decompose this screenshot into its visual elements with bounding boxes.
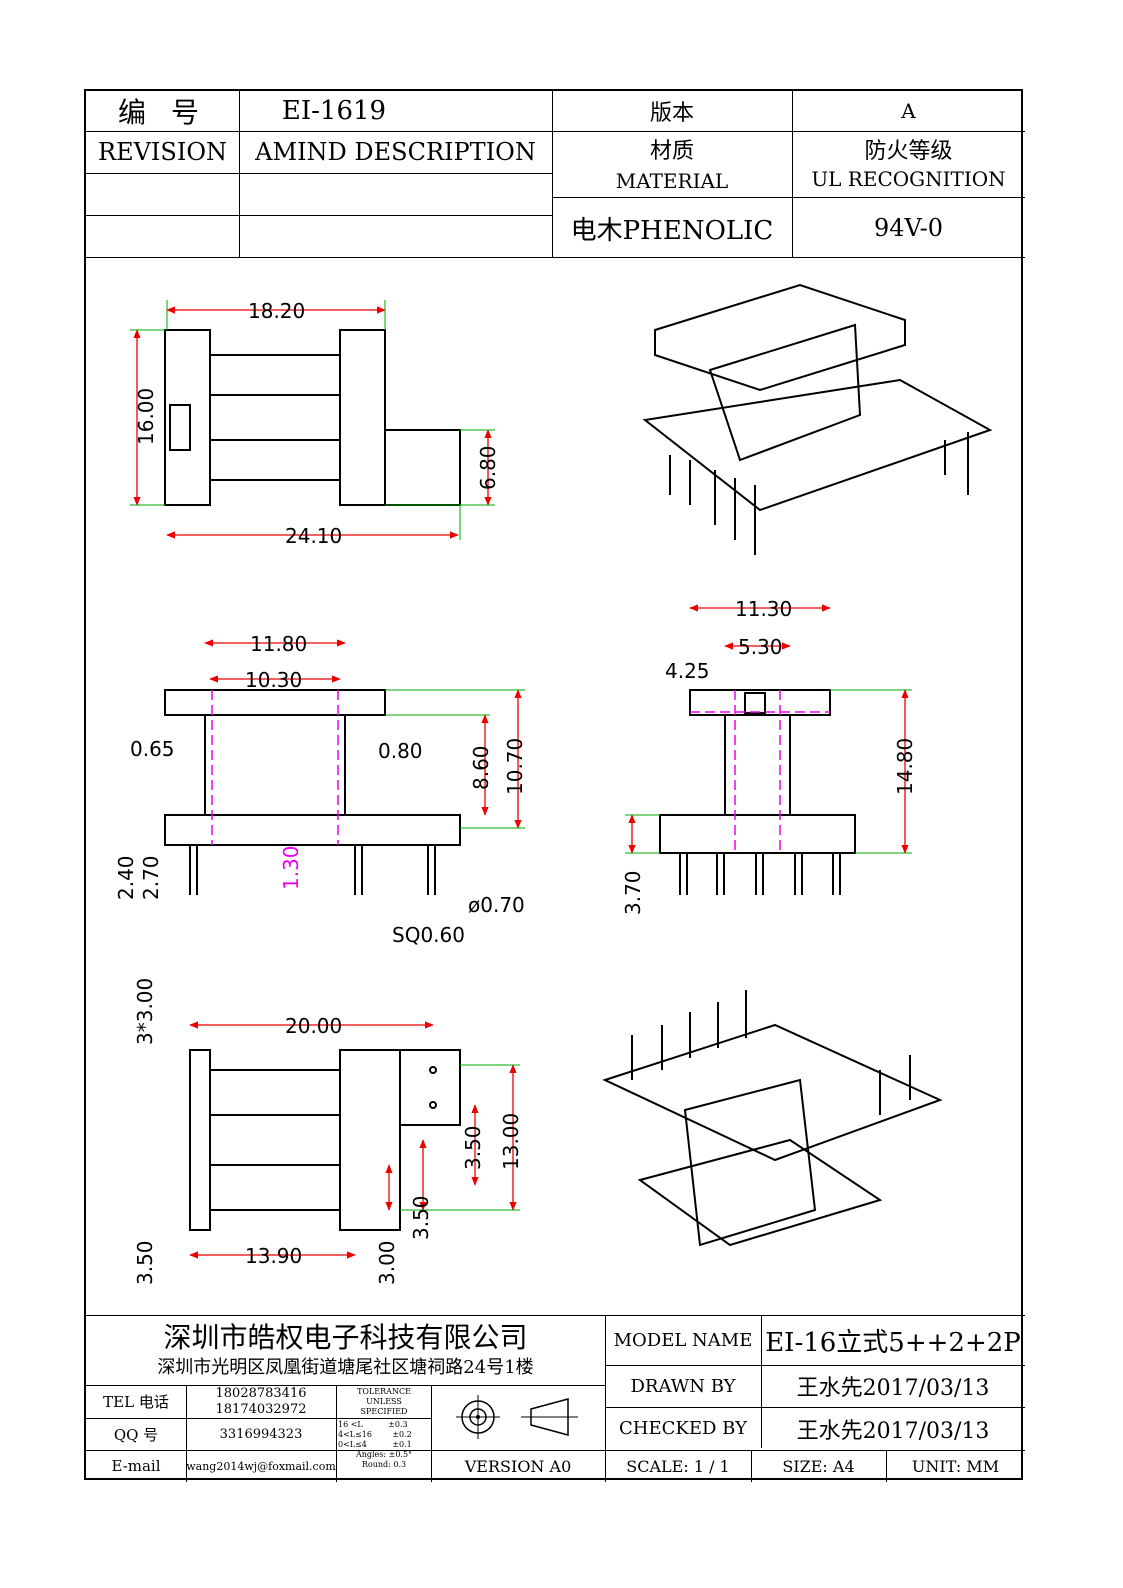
tolerance-row-5: Round: 0.3: [361, 1460, 407, 1469]
fire-cn: 防火等级: [864, 139, 953, 164]
top-view: [164, 329, 461, 506]
version-cn: 版本: [649, 101, 694, 126]
dim-K: 1.30: [279, 845, 303, 890]
scale-label: SCALE: 1 / 1: [626, 1456, 730, 1476]
tolerance-title-2: UNLESS: [366, 1397, 402, 1406]
dim-Y: 3.50: [409, 1195, 433, 1240]
qq-number: 3316994323: [219, 1426, 303, 1442]
company-address: 深圳市光明区凤凰街道塘尾社区塘祠路24号1楼: [157, 1357, 534, 1378]
email-label: E-mail: [111, 1457, 161, 1475]
fire-en: UL RECOGNITION: [811, 167, 1006, 191]
model-label: MODEL NAME: [613, 1329, 753, 1351]
material-value: 电木PHENOLIC: [570, 215, 774, 246]
dim-080: 0.80: [378, 739, 423, 763]
dim-S: 3*3.00: [133, 978, 157, 1045]
tel-label: TEL 电话: [103, 1393, 169, 1411]
dim-Q: 14.80: [893, 738, 917, 795]
dim-R: 3.70: [621, 870, 645, 915]
size-label: SIZE: A4: [782, 1456, 855, 1476]
projection-symbol-icon: [456, 1395, 578, 1439]
tel-number-2: 18174032972: [215, 1402, 307, 1417]
checked-label: CHECKED BY: [619, 1418, 747, 1439]
material-en: MATERIAL: [615, 169, 729, 193]
tolerance-row-4: Angles: ±0.5°: [355, 1450, 413, 1459]
dim-E: 11.80: [250, 632, 307, 656]
dim-065: 0.65: [130, 737, 175, 761]
version-value: A: [901, 99, 916, 123]
dim-V: 3.50: [461, 1125, 485, 1170]
dim-F: 10.30: [245, 668, 302, 692]
dim-H: 10.70: [503, 738, 527, 795]
material-cn: 材质: [649, 139, 694, 164]
number-value: EI-1619: [281, 96, 387, 126]
dim-L: SQ0.60: [392, 923, 465, 947]
revision-label: REVISION: [98, 138, 227, 166]
side-view: [659, 689, 856, 895]
amind-label: AMIND DESCRIPTION: [255, 138, 536, 166]
dim-J: 2.70: [139, 855, 163, 900]
dim-D: 6.80: [476, 445, 500, 490]
dim-G: 8.60: [469, 745, 493, 790]
tel-number-1: 18028783416: [215, 1386, 307, 1401]
unit-label: UNIT: MM: [911, 1456, 1000, 1476]
dim-X: 13.90: [245, 1244, 302, 1268]
dim-P: 4.25: [665, 659, 710, 683]
dim-U: 13.00: [499, 1113, 523, 1170]
tolerance-row-1: 16 <L ±0.3: [338, 1420, 408, 1429]
front-view: [164, 689, 461, 895]
qq-label: QQ 号: [113, 1425, 159, 1444]
company-name: 深圳市皓权电子科技有限公司: [163, 1321, 528, 1354]
bottom-view: [189, 1049, 461, 1231]
model-value: EI-16立式5++2+2P: [765, 1327, 1021, 1358]
drawn-label: DRAWN BY: [630, 1375, 736, 1397]
dim-A: 18.20: [248, 299, 305, 323]
tolerance-row-3: 0<L≤4 ±0.1: [338, 1440, 412, 1449]
dim-B: 16.00: [134, 388, 158, 445]
email-address: wang2014wj@foxmail.com: [186, 1459, 336, 1473]
version-a0: VERSION A0: [464, 1456, 572, 1476]
checked-value: 王水先2017/03/13: [796, 1418, 990, 1444]
tolerance-row-2: 4<L≤16 ±0.2: [338, 1430, 412, 1439]
number-label: 编 号: [118, 96, 207, 129]
dim-Z: 3.00: [375, 1240, 399, 1285]
isometric-view-bottom: [602, 990, 943, 1247]
dim-C: 24.10: [285, 524, 342, 548]
tolerance-table: TOLERANCE UNLESS SPECIFIED 16 <L ±0.3 4<…: [338, 1387, 430, 1481]
drawing-sheet: 编 号 EI-1619 REVISION AMIND DESCRIPTION 版…: [84, 89, 1025, 1482]
dim-O: 5.30: [738, 635, 783, 659]
dim-M: ø0.70: [468, 893, 525, 917]
tolerance-title-3: SPECIFIED: [360, 1407, 408, 1416]
dim-T: 20.00: [285, 1014, 342, 1038]
tolerance-title-1: TOLERANCE: [357, 1387, 411, 1396]
dim-I: 2.40: [114, 855, 138, 900]
fire-value: 94V-0: [873, 214, 944, 242]
drawn-value: 王水先2017/03/13: [796, 1376, 990, 1401]
dim-W: 3.50: [133, 1240, 157, 1285]
dim-N: 11.30: [735, 597, 792, 621]
isometric-view-top: [642, 283, 993, 555]
